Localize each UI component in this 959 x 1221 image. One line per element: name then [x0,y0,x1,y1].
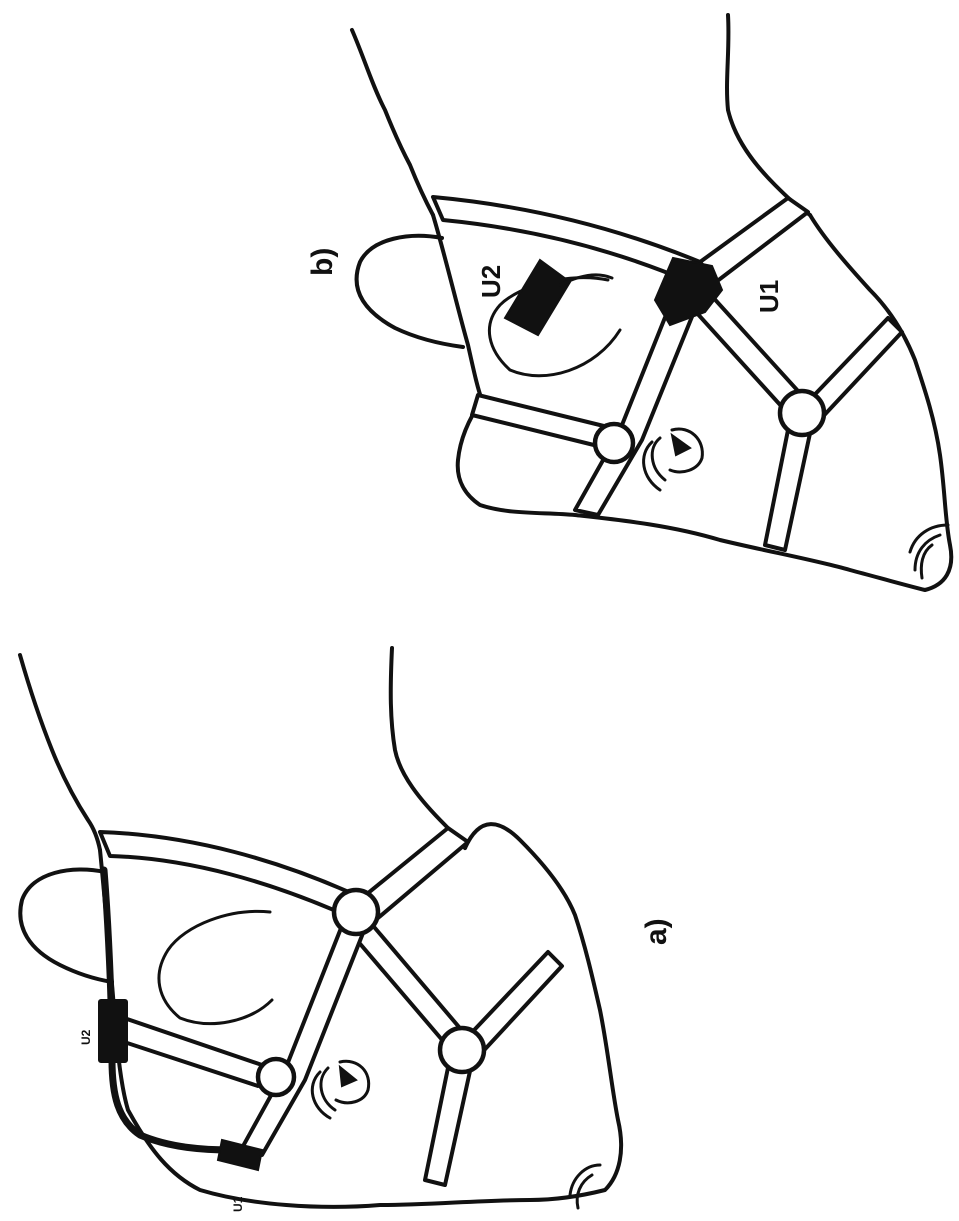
panel-b-browband [472,395,612,448]
panel-b-neck-top-line [352,30,433,215]
panel-a-chin-strap [425,1058,472,1185]
panel-a-crownpiece [100,832,362,918]
panel-a-nose-ring [440,1028,484,1072]
panel-a-ear [20,869,112,982]
panel-a-neck-bottom-line [391,648,465,848]
panel-a: a) U2 U1 [20,648,673,1212]
panel-a-caption: a) [640,918,673,945]
panel-b-caption: b) [306,248,339,276]
panel-b-eye-pupil [672,435,690,455]
panel-b-eye-ring [595,424,633,462]
panel-a-upper-cheek-strap [242,918,365,1155]
panel-b-chin-strap [765,420,812,550]
panel-a-neck-top-line [20,655,100,850]
panel-b-throatlatch [700,198,808,282]
panel-a-label-u1: U1 [231,1196,245,1212]
panel-b-label-u1: U1 [754,280,784,313]
panel-a-label-u2: U2 [79,1029,93,1045]
panel-a-eye-ring [258,1059,294,1095]
panel-b-crownpiece [433,197,700,282]
panel-b: b) U2 U1 [306,15,951,590]
panel-b-nostril [910,525,948,578]
panel-b-nose-ring [780,391,824,435]
panel-a-sensor-u2 [99,1000,127,1062]
panel-b-label-u2: U2 [476,265,506,298]
panel-b-ear [357,236,463,347]
panel-b-neck-bottom-line [727,15,810,215]
panel-a-nostril [570,1165,600,1208]
panel-b-sensor-u2 [505,260,570,335]
panel-a-crown-ring [334,890,378,934]
panel-a-eye-pupil [340,1067,356,1086]
panel-a-browband [118,1018,265,1086]
panel-a-cheek-curve [159,911,272,1023]
